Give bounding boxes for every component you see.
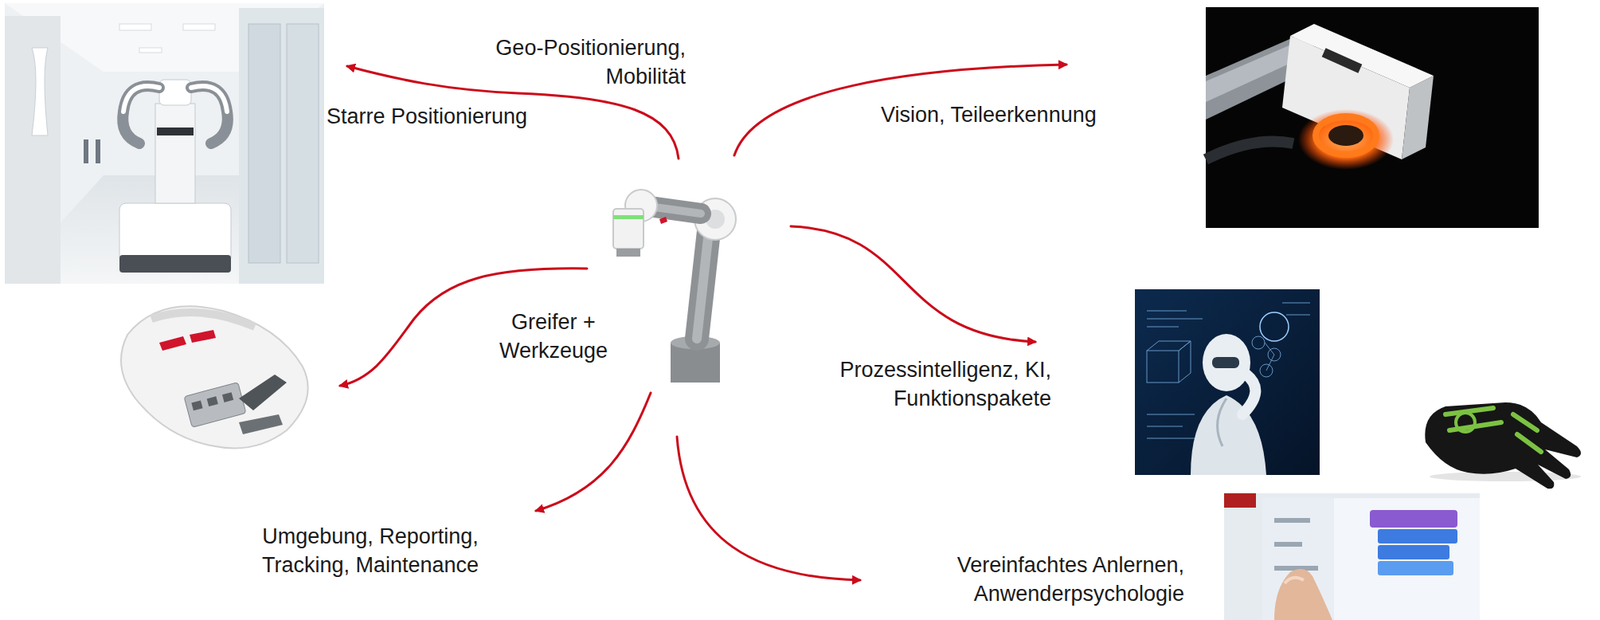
cobot-figure	[696, 230, 709, 339]
lab-photo	[119, 23, 152, 31]
tablet-photo	[1224, 492, 1256, 508]
ai-image	[1134, 289, 1320, 475]
cobot-figure	[659, 216, 668, 224]
glove-image	[1424, 402, 1581, 489]
lab-photo	[95, 139, 101, 164]
arrow-label: Umgebung, Reporting, Tracking, Maintenan…	[246, 521, 494, 579]
camera-photo	[1328, 125, 1364, 146]
cobot-figure	[613, 189, 736, 383]
gripper-photo	[238, 374, 287, 411]
lab-photo	[191, 86, 227, 112]
cobot-figure	[616, 248, 641, 257]
cobot-figure	[696, 230, 709, 339]
ai-image	[1264, 342, 1275, 371]
gripper-photo	[183, 382, 247, 428]
arrow-label: Vereinfachtes Anlernen, Anwenderpsycholo…	[921, 550, 1185, 608]
lab-photo	[4, 15, 61, 284]
tablet-photo	[1369, 509, 1458, 528]
ai-image	[1217, 398, 1227, 446]
ai-image	[1146, 340, 1191, 383]
gripper-photo	[207, 395, 219, 407]
lab-photo	[159, 79, 192, 106]
camera-photo	[1315, 116, 1377, 155]
camera-photo	[1322, 47, 1363, 73]
gripper-photo	[189, 329, 216, 343]
gripper-photo	[222, 391, 234, 403]
camera-photo	[1290, 23, 1434, 88]
lab-photo	[183, 23, 216, 31]
glove-image	[1445, 407, 1542, 452]
arrow-label: Vision, Teileerkennung	[880, 100, 1097, 130]
lab-photo	[123, 86, 160, 112]
tablet-photo	[1284, 577, 1304, 583]
tablet-photo	[1262, 497, 1334, 620]
tablet-photo	[1262, 497, 1480, 620]
gripper-photo	[159, 336, 187, 351]
lab-photo	[83, 139, 89, 164]
lab-photo	[119, 254, 231, 273]
arrow	[790, 226, 1036, 342]
lab-photo	[119, 203, 231, 263]
arrow	[676, 436, 861, 580]
arrow-label: Prozessintelligenz, KI, Funktionspakete	[812, 355, 1052, 413]
lab-photo	[191, 86, 228, 144]
lab-photo	[4, 3, 325, 284]
gripper-photo	[121, 305, 309, 448]
lab-photo	[139, 47, 162, 53]
ai-image	[1242, 374, 1256, 415]
camera-photo	[1298, 109, 1394, 170]
glove-image	[1455, 412, 1475, 432]
tablet-photo	[1224, 492, 1480, 620]
tablet-photo	[1274, 541, 1303, 547]
cobot-figure	[613, 208, 644, 249]
lab-photo	[4, 3, 325, 284]
lab-photo	[248, 23, 281, 263]
tablet-photo	[1274, 517, 1311, 523]
ai-image	[1251, 336, 1265, 349]
ai-image	[1212, 356, 1240, 368]
lab-photo	[238, 7, 325, 284]
ai-image	[1134, 289, 1320, 475]
gripper-photo	[191, 399, 203, 411]
ai-image	[1202, 333, 1251, 392]
tablet-photo	[1377, 544, 1450, 560]
gripper-photo	[121, 305, 309, 448]
arrow	[340, 64, 1067, 580]
lab-photo	[286, 23, 319, 263]
glove-image	[1424, 402, 1581, 489]
gripper-photo	[151, 312, 255, 327]
tablet-photo	[1274, 568, 1333, 620]
arrow	[535, 392, 651, 511]
arrow-label: Geo-Positionierung, Mobilität	[462, 33, 686, 91]
arrow-label: Greifer + Werkzeuge	[489, 307, 618, 365]
arrow-label: Starre Positionierung	[326, 101, 528, 131]
cobot-figure	[613, 215, 644, 220]
camera-photo	[1205, 7, 1539, 228]
lab-photo	[31, 47, 48, 136]
tablet-photo	[1224, 492, 1480, 620]
ai-image	[1146, 350, 1179, 383]
lab-photo	[155, 103, 196, 204]
ai-image	[1259, 312, 1289, 341]
gripper-photo	[238, 414, 283, 435]
camera-photo	[1401, 75, 1434, 160]
camera-photo	[1205, 141, 1294, 161]
lab-photo	[122, 86, 160, 144]
lab-photo	[156, 127, 194, 136]
camera-photo	[1205, 7, 1539, 228]
tablet-photo	[1377, 528, 1458, 544]
tablet-photo	[1377, 560, 1454, 576]
